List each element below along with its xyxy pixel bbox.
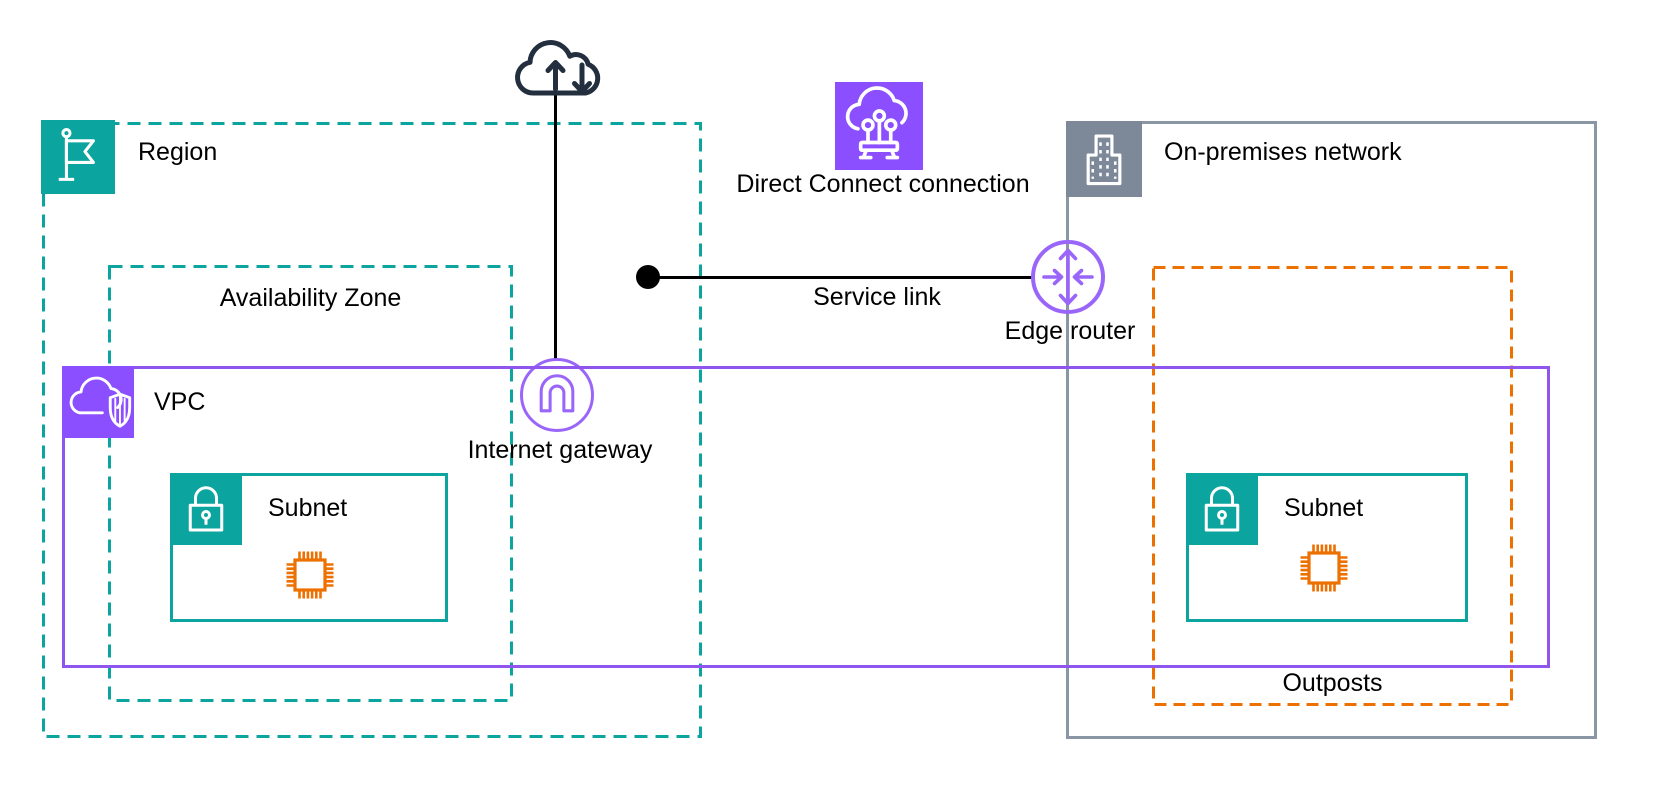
internet-gateway-icon: [520, 358, 594, 432]
internet-gateway-label: Internet gateway: [467, 436, 653, 464]
availability-zone-box: [108, 265, 513, 702]
direct-connect-label: Direct Connect connection: [736, 170, 1030, 198]
on-premises-network-box: [1066, 121, 1597, 739]
building-icon: [1086, 134, 1122, 186]
instance-chip-icon: [1300, 544, 1348, 592]
on-premises-icon: [1066, 121, 1142, 197]
subnet-right-icon: [1186, 473, 1258, 545]
lock-icon: [188, 486, 224, 532]
direct-connect-icon: [835, 82, 923, 170]
subnet-left-icon: [170, 473, 242, 545]
service-link-label: Service link: [813, 283, 941, 311]
service-link-line: [648, 276, 1032, 279]
subnet-left-label: Subnet: [268, 494, 348, 522]
vpc-box: [62, 366, 1550, 668]
flag-icon: [58, 128, 95, 181]
availability-zone-label: Availability Zone: [219, 284, 402, 312]
region-label: Region: [138, 138, 218, 166]
lock-icon: [1204, 486, 1240, 532]
internet-to-gateway-connector: [554, 89, 557, 362]
subnet-right-label: Subnet: [1284, 494, 1364, 522]
cloud-fiber-connection-icon: [845, 86, 908, 160]
internet-cloud-icon: [515, 40, 601, 96]
instance-chip-icon: [286, 551, 334, 599]
subnet-right-box: [1186, 473, 1468, 622]
outposts-box: [1152, 266, 1513, 706]
gateway-arch-icon: [539, 374, 575, 413]
region-box: [42, 122, 702, 738]
service-link-endpoint-dot: [636, 265, 660, 289]
region-icon: [41, 120, 115, 194]
edge-router-icon: [1031, 240, 1105, 314]
vpc-label: VPC: [154, 388, 206, 416]
cloud-shield-icon: [69, 376, 132, 428]
edge-router-label: Edge router: [1004, 317, 1136, 345]
vpc-icon: [62, 366, 134, 438]
subnet-left-box: [170, 473, 448, 622]
on-premises-network-label: On-premises network: [1164, 138, 1402, 166]
outposts-label: Outposts: [1282, 669, 1383, 697]
